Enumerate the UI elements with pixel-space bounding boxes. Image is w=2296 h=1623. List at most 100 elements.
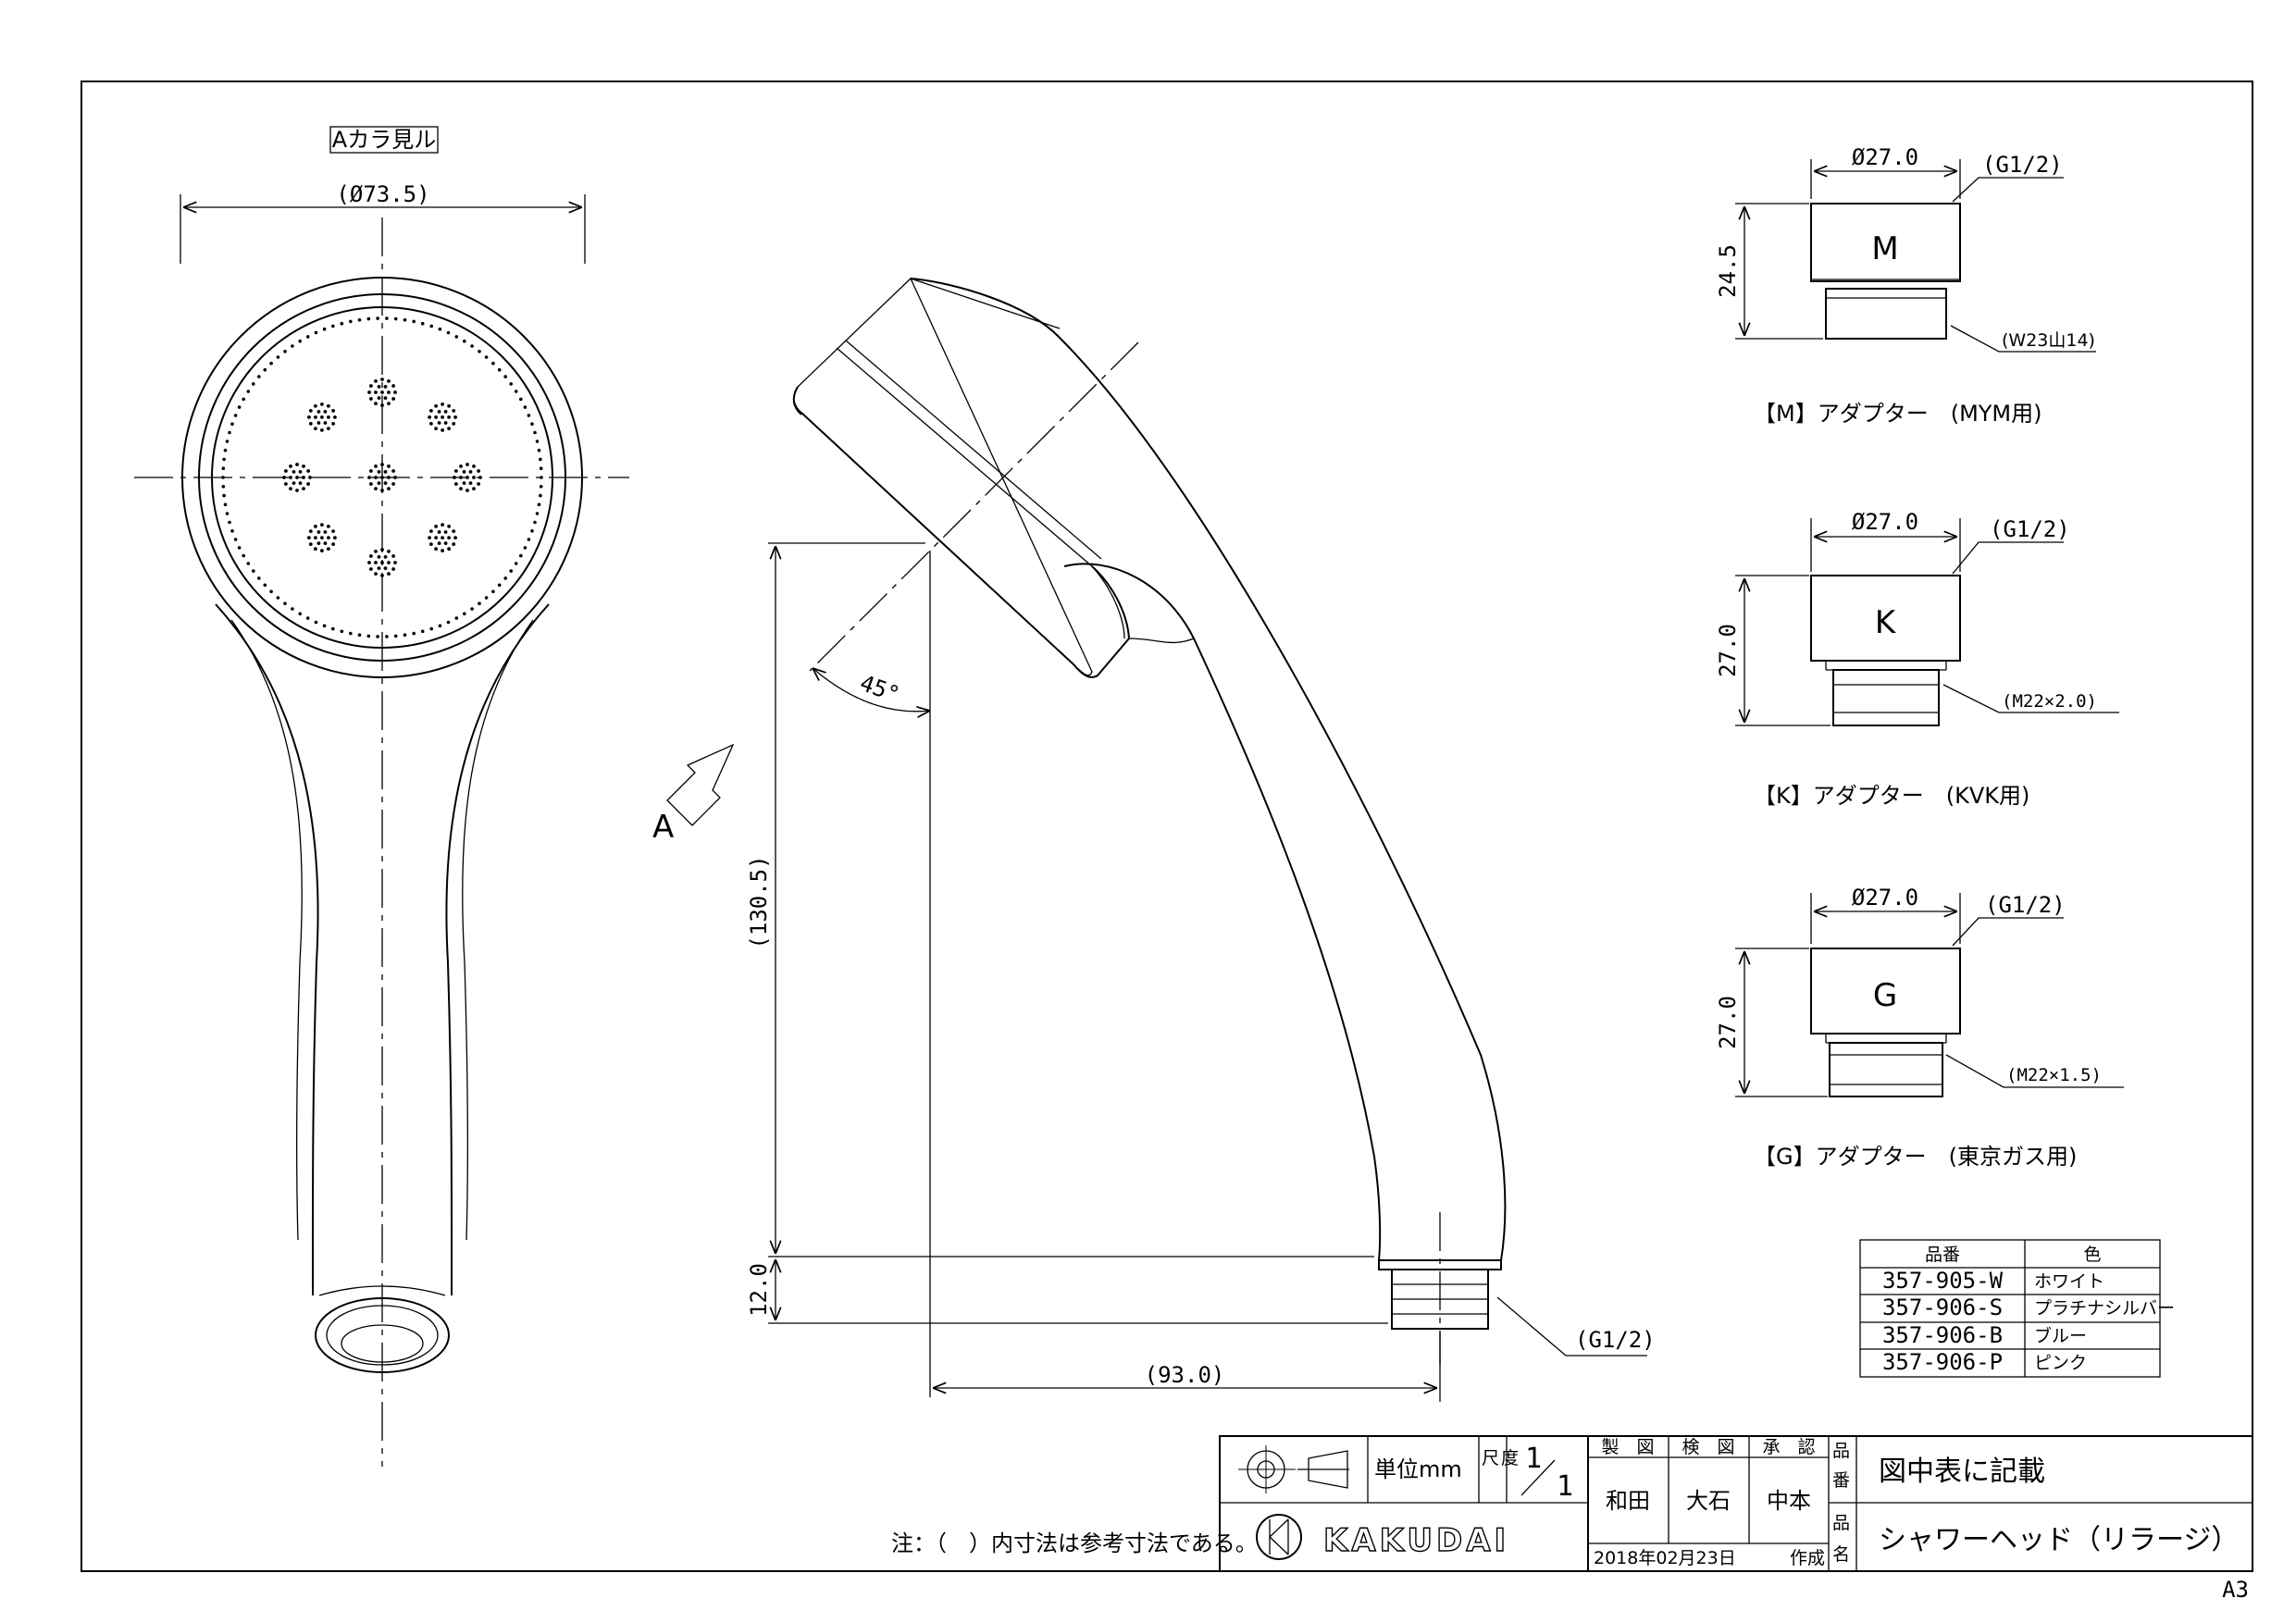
nozzle-dot	[369, 567, 373, 571]
adapter-m-height: 24.5	[1715, 244, 1741, 298]
nozzle-dot	[331, 626, 335, 631]
view-label-box	[329, 126, 439, 154]
nozzle-dot	[387, 390, 391, 394]
nozzle-dot	[420, 321, 425, 326]
adapter-k-body	[1810, 575, 1961, 662]
side-head-centerline	[809, 341, 1139, 672]
nozzle-dot	[377, 566, 381, 570]
nozzle-dot	[497, 583, 502, 588]
adapter-g-body	[1810, 948, 1961, 1035]
nozzle-dot	[252, 382, 255, 386]
nozzle-dot	[447, 536, 451, 539]
nozzle-dot	[327, 415, 330, 419]
thread-dim: (G1/2)	[1575, 1327, 1656, 1353]
adapter-m-caption: 【M】アダプター (MYM用)	[1754, 401, 2042, 427]
nozzle-dot	[377, 481, 381, 485]
nozzle-dot	[320, 536, 324, 539]
nozzle-dot	[403, 318, 407, 322]
nozzle-dot	[437, 541, 441, 545]
nozzle-dot	[283, 350, 287, 353]
checked-label: 検 図	[1682, 1437, 1734, 1457]
nozzle-dot	[385, 635, 389, 638]
nozzle-dot	[403, 633, 407, 637]
nozzle-dot	[374, 487, 378, 490]
nozzle-dot	[283, 601, 287, 605]
nozzle-dot	[305, 335, 310, 339]
nozzle-dot	[470, 607, 474, 611]
nozzle-dot	[514, 390, 518, 393]
nozzle-dot	[320, 428, 324, 432]
nozzle-dot	[366, 316, 371, 321]
front-view: Aカラ見ル (Ø73.5)	[134, 126, 629, 1467]
nozzle-dot	[367, 561, 371, 564]
view-arrow-label: A	[652, 809, 674, 846]
nozzle-dot	[459, 487, 463, 490]
nozzle-dot	[429, 529, 433, 533]
nozzle-dot	[383, 385, 388, 389]
nozzle-dot	[242, 553, 246, 558]
nozzle-dot	[391, 567, 395, 571]
nozzle-dot	[223, 448, 228, 452]
nozzle-dot	[316, 410, 321, 414]
nozzle-dot	[322, 327, 327, 331]
nozzle-dot	[305, 616, 310, 620]
nozzle-dot	[307, 415, 311, 419]
nozzle-dot	[383, 481, 388, 485]
table-cell: ブルー	[2034, 1325, 2087, 1346]
nozzle-dot	[497, 367, 502, 372]
nozzle-dot	[374, 550, 378, 553]
nozzle-dot	[327, 403, 330, 408]
nozzle-dot	[523, 405, 527, 409]
nozzle-dot	[412, 319, 416, 324]
adapter-k-dia: Ø27.0	[1852, 509, 1918, 535]
nozzle-dot	[331, 409, 335, 413]
nozzle-dot	[308, 529, 313, 533]
nozzle-dot	[383, 566, 388, 570]
nozzle-dot	[539, 493, 542, 498]
date: 2018年02月23日	[1594, 1548, 1736, 1568]
adapter-g: Ø27.0 (G1/2) G 27.0 (M22×1.5) 【G】アダプター (…	[1715, 885, 2124, 1170]
nozzle-dot	[257, 576, 261, 580]
nozzle-dot	[380, 378, 384, 381]
nozzle-dot	[452, 409, 456, 413]
nozzle-dot	[441, 549, 444, 552]
nozzle-dot	[503, 375, 507, 378]
nozzle-dot	[314, 525, 317, 528]
side-face	[800, 412, 1131, 678]
nozzle-dot	[491, 589, 495, 594]
nozzle-dot	[289, 487, 292, 490]
nozzle-dot	[441, 415, 444, 419]
nozzle-dot	[539, 466, 543, 471]
nozzle-dot	[429, 626, 434, 631]
nozzle-dot	[237, 405, 242, 409]
nozzle-dot	[314, 536, 317, 539]
nozzle-dot	[374, 465, 378, 468]
nozzle-dot	[428, 536, 431, 539]
nozzle-dot	[453, 536, 457, 539]
nozzle-dot	[472, 465, 476, 468]
nozzle-dot	[412, 631, 416, 636]
nozzle-dot	[292, 470, 296, 474]
nozzle-dot	[322, 624, 327, 628]
nozzle-dot	[509, 569, 513, 573]
nozzle-dot	[387, 465, 391, 468]
nozzle-dot	[387, 487, 391, 490]
approved-label: 承 認	[1762, 1437, 1815, 1457]
nozzle-dot	[523, 546, 527, 550]
nozzle-dot	[221, 485, 226, 489]
nozzle-dot	[320, 549, 324, 552]
nozzle-ring	[221, 316, 543, 638]
nozzle-dot	[530, 529, 534, 533]
nozzle-dot	[447, 525, 451, 528]
nozzle-dot	[535, 512, 540, 515]
nozzle-dot	[393, 634, 398, 638]
nozzle-dot	[377, 555, 381, 559]
nozzle-dot	[537, 502, 541, 507]
nozzle-dot	[276, 596, 280, 600]
nozzle-dot	[225, 512, 230, 515]
nozzle-dot	[369, 384, 373, 388]
nozzle-dot	[452, 542, 456, 546]
nozzle-dot	[434, 427, 438, 430]
nozzle-dot	[468, 481, 473, 485]
drawn-label: 製 図	[1601, 1437, 1654, 1457]
